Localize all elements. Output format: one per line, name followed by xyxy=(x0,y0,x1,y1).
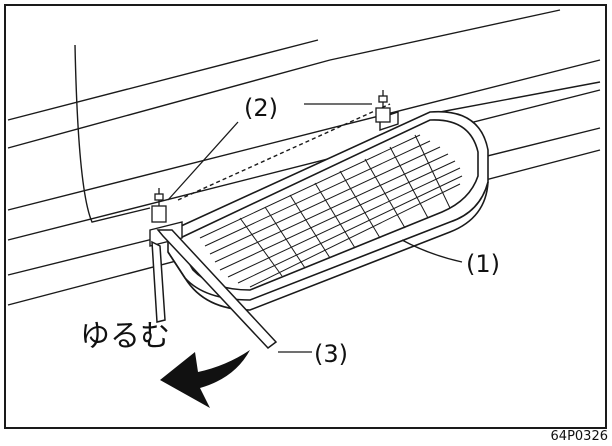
nut-right xyxy=(375,90,391,123)
leader-line-nut-left xyxy=(167,121,239,201)
label-loosen: ゆるむ xyxy=(80,319,170,354)
step-tread-grid xyxy=(199,134,463,288)
loosen-arrow-icon xyxy=(160,350,250,408)
leader-line-step xyxy=(401,239,463,263)
label-nut: (2) xyxy=(244,94,278,122)
label-step: (1) xyxy=(466,250,500,278)
wrench xyxy=(151,229,278,350)
figure-code: 64P0326 xyxy=(550,429,608,444)
leader-lines xyxy=(167,103,463,353)
nut-left xyxy=(151,188,167,223)
step-plate xyxy=(167,110,489,311)
label-wrench: (3) xyxy=(314,340,348,368)
